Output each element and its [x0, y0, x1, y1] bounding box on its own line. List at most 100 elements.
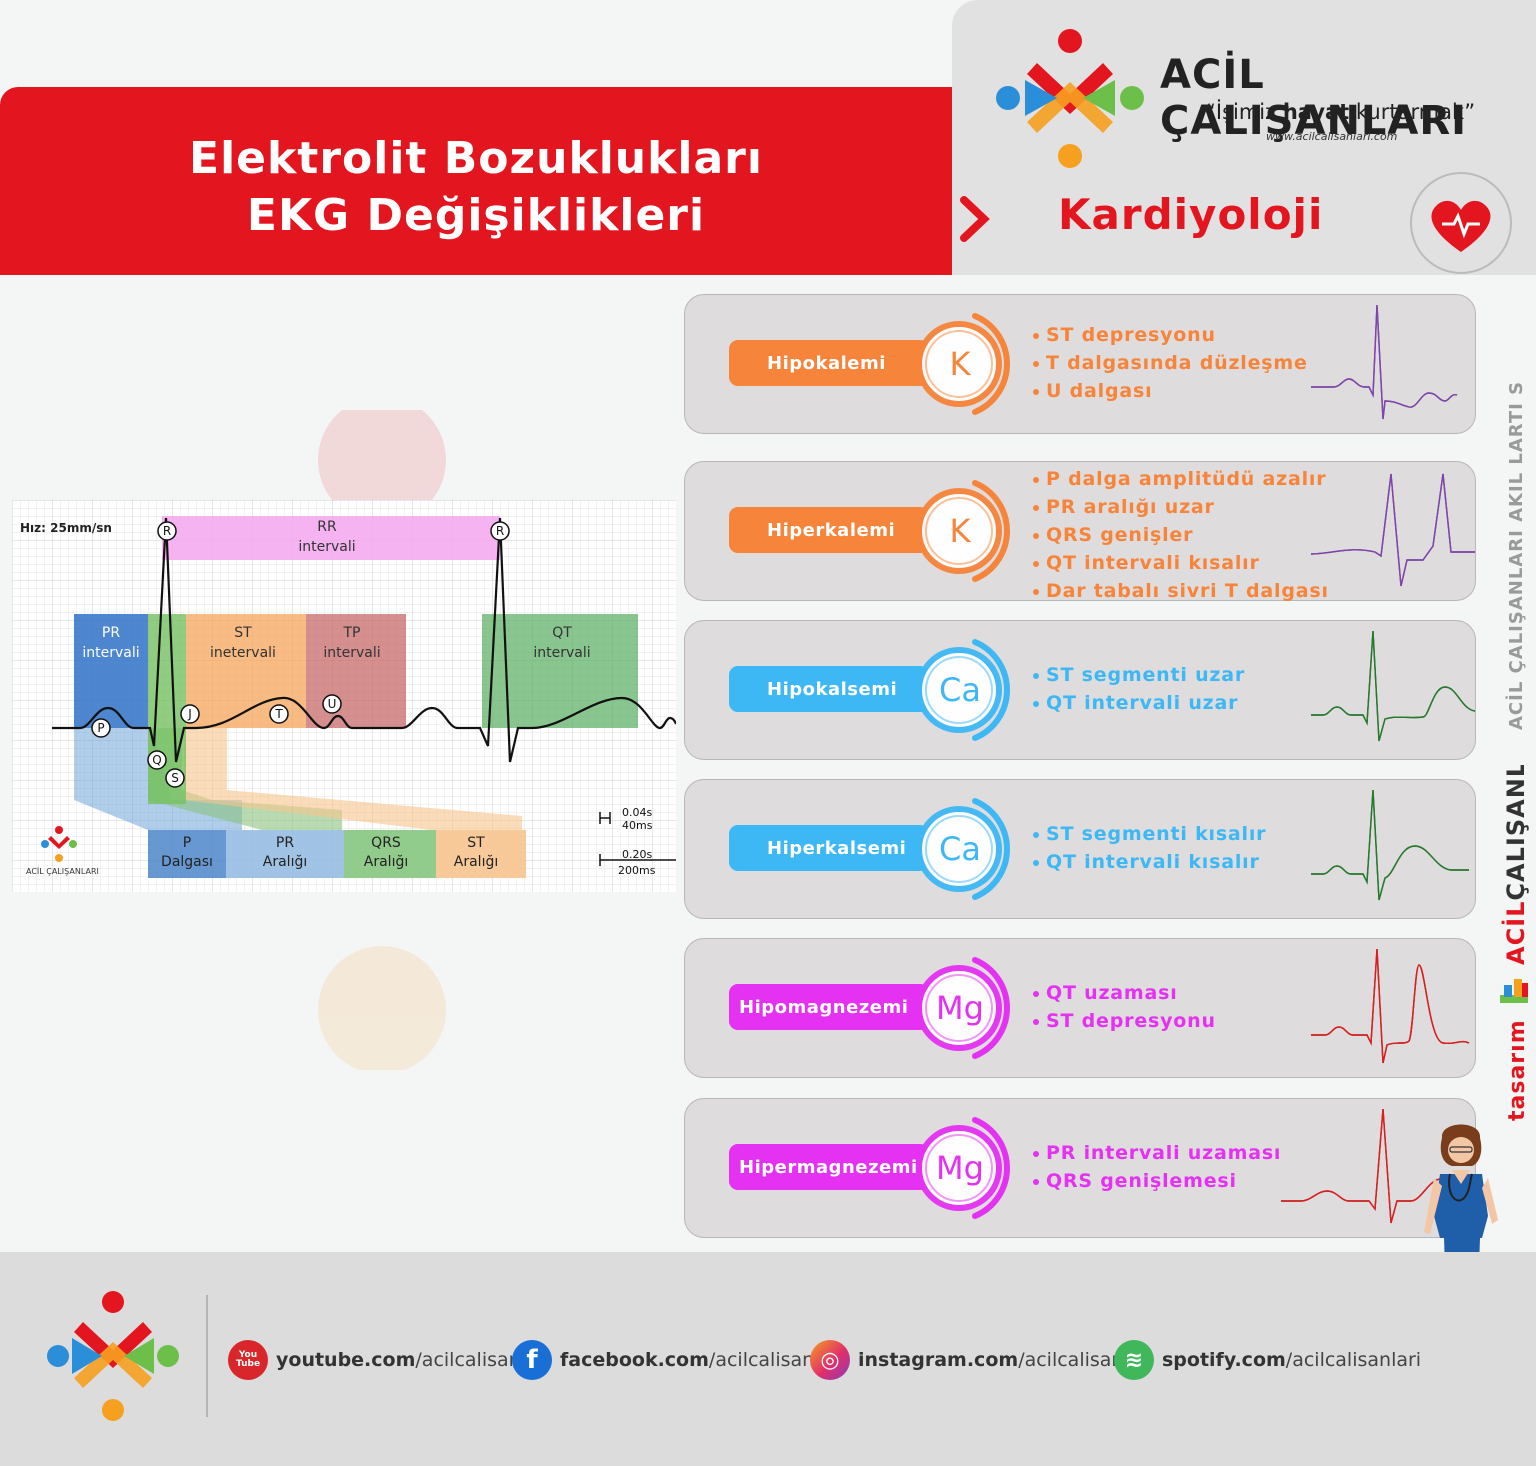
page-title-line1: Elektrolit Bozuklukları [189, 133, 763, 184]
footer-divider [206, 1295, 208, 1417]
category-title: Kardiyoloji [1058, 190, 1324, 239]
svg-text:0.20s: 0.20s [622, 848, 652, 861]
wave-label-T: T [274, 707, 283, 721]
ecg-change-item: QT intervali uzar [1031, 689, 1245, 717]
svg-text:Dalgası: Dalgası [161, 854, 213, 870]
element-ring-icon [916, 798, 1010, 900]
youtube-link-text: youtube.com/acilcalisanlari [276, 1349, 551, 1371]
svg-text:QRS: QRS [371, 835, 401, 851]
ecg-waveform-icon [1311, 789, 1469, 901]
element-ring-icon [916, 1117, 1010, 1219]
svg-text:Aralığı: Aralığı [263, 854, 307, 870]
ecg-change-item: ST segmenti kısalır [1031, 820, 1266, 848]
ecg-change-item: U dalgası [1031, 377, 1308, 405]
svg-text:TP: TP [343, 625, 361, 641]
svg-text:ACİL ÇALIŞANLARI AKIL LARTI SE: ACİL ÇALIŞANLARI AKIL LARTI SERİSİ [1505, 380, 1527, 730]
condition-label: Hiperkalemi [729, 507, 929, 553]
svg-text:ST: ST [234, 625, 252, 641]
ecg-change-item: Dar tabalı sivri T dalgası [1031, 577, 1329, 605]
condition-label: Hipokalsemi [729, 666, 929, 712]
spotify-link-text: spotify.com/acilcalisanlari [1162, 1349, 1422, 1371]
condition-label: Hipomagnezemi [729, 984, 929, 1030]
ecg-change-item: QRS genişlemesi [1031, 1167, 1281, 1195]
svg-text:0.04s: 0.04s [622, 806, 652, 819]
ecg-change-item: ST depresyonu [1031, 1007, 1216, 1035]
element-symbol: Ca [939, 671, 981, 709]
svg-text:QT: QT [552, 625, 572, 641]
svg-text:Aralığı: Aralığı [364, 854, 408, 870]
footer-logo-icon [47, 1291, 179, 1421]
svg-text:tasarım: tasarım [1505, 1019, 1530, 1121]
ecg-diagram: Hız: 25mm/sn R R intervali PR intervali S… [12, 500, 676, 892]
ecg-speed-label: Hız: 25mm/sn [20, 521, 112, 535]
element-symbol: K [949, 512, 971, 550]
svg-text:PR: PR [276, 835, 294, 851]
wave-label-R2: R [496, 524, 504, 538]
ecg-waveform-icon [1311, 630, 1475, 742]
svg-text:PR: PR [102, 625, 120, 641]
ecg-waveform-icon [1311, 948, 1470, 1064]
svg-text:intervali: intervali [323, 645, 380, 661]
svg-text:40ms: 40ms [622, 819, 653, 832]
condition-label: Hipermagnezemi [729, 1144, 929, 1190]
element-ring-icon [916, 957, 1010, 1059]
facebook-link[interactable]: f facebook.com/acilcalisanlari [512, 1340, 844, 1380]
ecg-waveform-icon [1310, 473, 1475, 587]
ecg-change-item: ST segmenti uzar [1031, 661, 1245, 689]
facebook-icon: f [512, 1340, 552, 1380]
condition-label: Hipokalemi [729, 340, 929, 386]
rr-label-2: intervali [298, 539, 355, 555]
ecg-change-item: P dalga amplitüdü azalır [1031, 465, 1329, 493]
svg-text:intervali: intervali [533, 645, 590, 661]
wave-label-Q: Q [152, 753, 161, 767]
ecg-waveform-icon [1311, 304, 1458, 420]
svg-text:ST: ST [467, 835, 485, 851]
svg-text:ACİLÇALIŞANLARI: ACİLÇALIŞANLARI [1501, 765, 1530, 965]
design-credit-vertical: tasarım ACİLÇALIŞANLARI [1500, 765, 1530, 1121]
wave-label-U: U [328, 697, 337, 711]
ecg-change-item: ST depresyonu [1031, 321, 1308, 349]
page-title-line2: EKG Değişiklikleri [246, 190, 706, 241]
element-symbol: Mg [936, 1149, 984, 1187]
wave-label-S: S [171, 771, 179, 785]
tp-interval-box [306, 614, 406, 728]
header-banner [0, 87, 952, 275]
wave-label-J: J [187, 707, 192, 721]
element-symbol: Mg [936, 989, 984, 1027]
ecg-mini-logo [41, 826, 77, 862]
instagram-icon: ◎ [810, 1340, 850, 1380]
ecg-change-item: QT uzaması [1031, 979, 1216, 1007]
element-ring-icon [916, 480, 1010, 582]
chevron-right-icon [960, 196, 990, 242]
ecg-change-item: QRS genişler [1031, 521, 1329, 549]
condition-label: Hiperkalsemi [729, 825, 929, 871]
rr-interval-band [162, 516, 500, 560]
svg-text:inetervali: inetervali [210, 645, 276, 661]
ecg-change-item: PR aralığı uzar [1031, 493, 1329, 521]
wave-label-R1: R [163, 524, 171, 538]
svg-text:P: P [183, 835, 191, 851]
element-ring-icon [916, 639, 1010, 741]
ecg-change-item: T dalgasında düzleşme [1031, 349, 1308, 377]
svg-text:intervali: intervali [82, 645, 139, 661]
wave-label-P: P [97, 721, 104, 735]
instagram-link-text: instagram.com/acilcalisanlari [858, 1349, 1154, 1371]
svg-text:Aralığı: Aralığı [454, 854, 498, 870]
instagram-link[interactable]: ◎ instagram.com/acilcalisanlari [810, 1340, 1153, 1380]
brand-slogan: “İşimiz hayat kurtarmak” [1205, 100, 1476, 124]
ecg-change-item: QT intervali kısalır [1031, 549, 1329, 577]
facebook-link-text: facebook.com/acilcalisanlari [560, 1349, 845, 1371]
spotify-link[interactable]: ≋ spotify.com/acilcalisanlari [1114, 1340, 1421, 1380]
svg-text:ACİL ÇALIŞANLARI: ACİL ÇALIŞANLARI [26, 866, 99, 876]
